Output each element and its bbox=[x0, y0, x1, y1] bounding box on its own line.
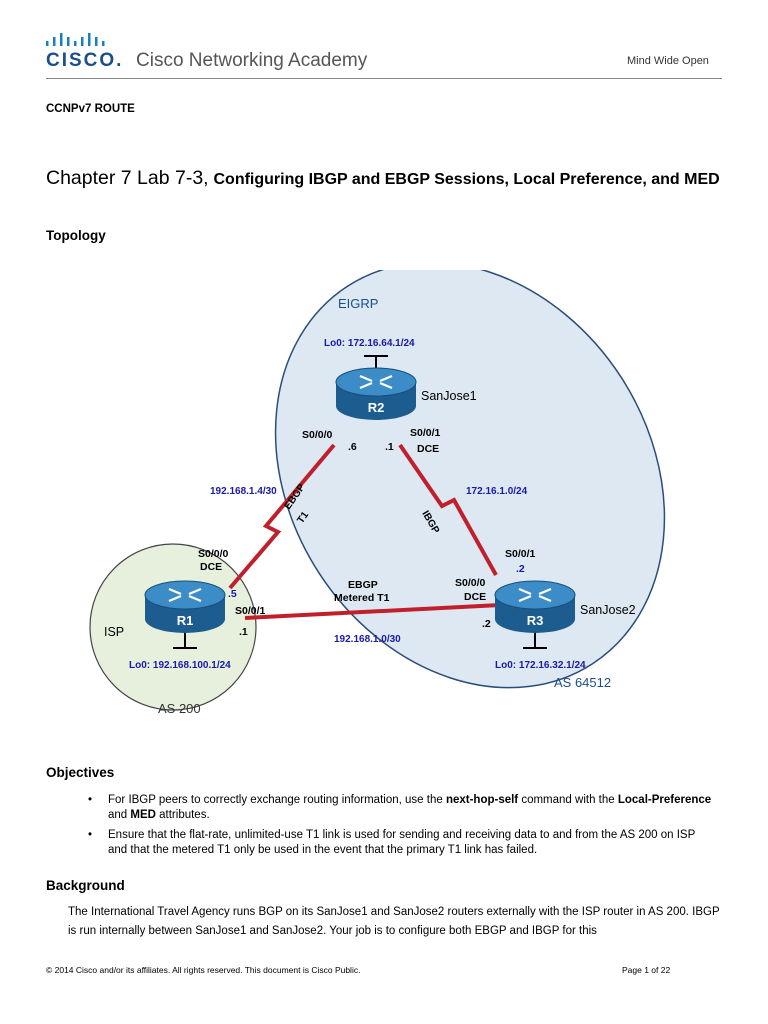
background-heading: Background bbox=[46, 878, 125, 893]
background-paragraph: The International Travel Agency runs BGP… bbox=[68, 906, 720, 937]
r1-host-1: .1 bbox=[239, 626, 248, 638]
r1-host-5: .5 bbox=[228, 588, 237, 600]
r1-if-s000: S0/0/0 bbox=[198, 548, 229, 560]
r2-host-6: .6 bbox=[348, 441, 357, 453]
router-r3-icon: R3 bbox=[494, 580, 576, 633]
hostname-r2: SanJose1 bbox=[421, 389, 477, 403]
as64512-label: AS 64512 bbox=[554, 675, 611, 690]
cisco-wordmark: CISCO. bbox=[46, 50, 124, 71]
loopback-r1: Lo0: 192.168.100.1/24 bbox=[129, 660, 231, 671]
r3-if-s000: S0/0/0 bbox=[455, 577, 486, 589]
network-r1-r2: 192.168.1.4/30 bbox=[210, 486, 277, 497]
bullet-icon: • bbox=[88, 794, 93, 806]
r3-host-2-top: .2 bbox=[516, 563, 525, 575]
link-r1-r2 bbox=[228, 443, 336, 590]
r2-if-s001: S0/0/1 bbox=[410, 427, 441, 439]
router-r1-label: R1 bbox=[177, 613, 194, 628]
title-separator: , bbox=[203, 167, 214, 188]
network-r1-r3: 192.168.1.0/30 bbox=[334, 634, 401, 645]
footer-copyright: © 2014 Cisco and/or its affiliates. All … bbox=[46, 965, 361, 975]
link-r1-r3-label1: EBGP bbox=[348, 579, 378, 591]
list-item: • For IBGP peers to correctly exchange r… bbox=[88, 794, 712, 821]
title-rest: Configuring IBGP and EBGP Sessions, Loca… bbox=[213, 171, 720, 188]
footer-page-number: Page 1 of 22 bbox=[622, 965, 671, 975]
r2-dce: DCE bbox=[417, 443, 439, 455]
router-r2-label: R2 bbox=[368, 400, 385, 415]
page-title: Chapter 7 Lab 7-3, Configuring IBGP and … bbox=[46, 166, 726, 191]
objectives-heading: Objectives bbox=[46, 765, 115, 780]
network-r2-r3: 172.16.1.0/24 bbox=[466, 486, 528, 497]
hostname-r1: ISP bbox=[104, 625, 124, 639]
router-r2-icon: R2 bbox=[335, 367, 417, 420]
r1-if-s001: S0/0/1 bbox=[235, 605, 266, 617]
eigrp-label: EIGRP bbox=[338, 296, 378, 311]
list-item: • Ensure that the flat-rate, unlimited-u… bbox=[88, 829, 696, 856]
academy-name: Cisco Networking Academy bbox=[136, 50, 368, 71]
bullet-icon: • bbox=[88, 829, 93, 841]
loopback-r2: Lo0: 172.16.64.1/24 bbox=[324, 338, 415, 349]
course-name: CCNPv7 ROUTE bbox=[46, 103, 135, 115]
hostname-r3: SanJose2 bbox=[580, 603, 636, 617]
router-r3-label: R3 bbox=[527, 613, 544, 628]
r3-if-s001: S0/0/1 bbox=[505, 548, 536, 560]
r3-dce: DCE bbox=[464, 591, 486, 603]
topology-heading: Topology bbox=[46, 228, 106, 243]
header-divider bbox=[46, 78, 722, 79]
r2-host-1: .1 bbox=[385, 441, 394, 453]
r1-dce: DCE bbox=[200, 561, 222, 573]
router-r1-icon: R1 bbox=[144, 580, 226, 633]
tagline: Mind Wide Open bbox=[627, 55, 709, 67]
as200-label: AS 200 bbox=[158, 701, 201, 716]
topology-diagram: EIGRP AS 200 AS 64512 R2 R1 bbox=[89, 270, 666, 716]
link-r1-r3-label2: Metered T1 bbox=[334, 592, 390, 604]
link-r1-r3 bbox=[244, 603, 501, 620]
loopback-r3: Lo0: 172.16.32.1/24 bbox=[495, 660, 586, 671]
r2-if-s000: S0/0/0 bbox=[302, 429, 333, 441]
objectives-list: • For IBGP peers to correctly exchange r… bbox=[88, 793, 713, 863]
title-chapter: Chapter 7 Lab 7-3 bbox=[46, 167, 204, 189]
r3-host-2-left: .2 bbox=[482, 618, 491, 630]
cisco-logo-bars-icon bbox=[46, 33, 105, 46]
page-header: CISCO. Cisco Networking Academy Mind Wid… bbox=[0, 0, 768, 90]
link-r2-r3 bbox=[398, 443, 498, 576]
